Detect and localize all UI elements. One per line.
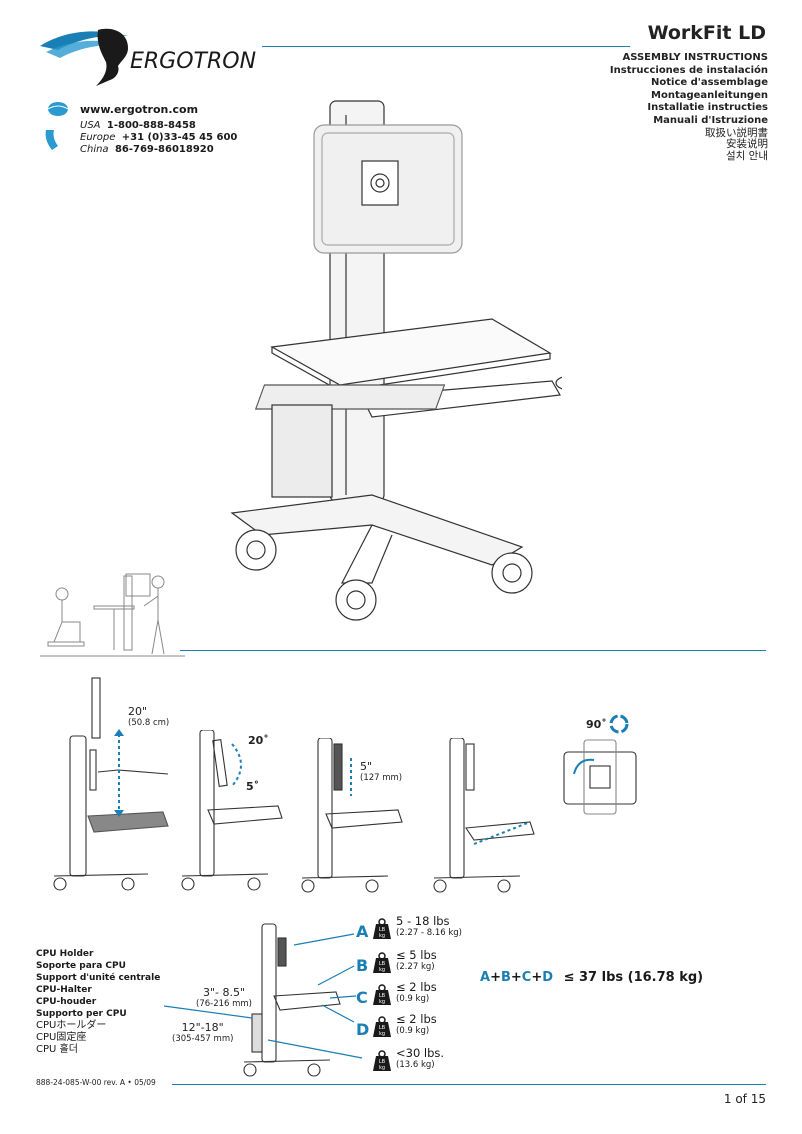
load-letter-d: D [356,1020,370,1039]
svg-text:kg: kg [379,933,385,939]
load-metric-d: (0.9 kg) [396,1026,430,1036]
keyboard-travel-label: 5" (127 mm) [360,760,403,783]
load-value-b: ≤ 5 lbs [396,948,437,962]
keyboard-height-arrow [350,758,352,796]
total-letter-c: C [521,970,532,985]
total-value: ≤ 37 lbs (16.78 kg) [563,970,704,985]
footer-rule [172,1084,766,1085]
load-metric-b: (2.27 kg) [396,962,435,972]
svg-text:LB: LB [379,961,386,967]
weight-icon: LB kg [372,984,392,1010]
keyboard-slide-arrow [473,821,531,845]
weight-icon: LB kg [372,918,392,944]
svg-text:LB: LB [379,993,386,999]
lang-nl: Installatie instructies [647,102,768,114]
phone-usa: USA 1-800-888-8458 [80,120,196,131]
tilt-up-label: 20˚ [248,734,269,747]
cpu-holder-labels: CPU Holder Soporte para CPU Support d'un… [36,949,161,1055]
lang-fr: Notice d'assemblage [651,77,768,89]
load-letter-c: C [356,988,368,1007]
doc-number: 888-24-085-W-00 rev. A • 05/09 [36,1078,156,1087]
keyboard-height-illustration [298,737,408,896]
load-letter-a: A [356,922,369,941]
tilt-arc [231,743,242,787]
weight-icon: LB kg [372,1050,392,1076]
globe-icon [42,100,76,162]
svg-text:kg: kg [379,999,385,1005]
svg-text:LB: LB [379,927,386,933]
cpu-height-range: 12"-18" (305-457 mm) [172,1021,234,1044]
load-metric-a: (2.27 - 8.16 kg) [396,928,462,938]
load-value-d: ≤ 2 lbs [396,1012,437,1026]
contact-block: www.ergotron.com USA 1-800-888-8458 Euro… [80,104,237,156]
tilt-illustration [178,729,288,896]
language-list: ASSEMBLY INSTRUCTIONS Instrucciones de i… [568,52,768,162]
svg-text:LB: LB [379,1025,386,1031]
load-value-base: <30 lbs. [396,1046,445,1060]
lang-es: Instrucciones de instalación [609,64,768,76]
svg-text:kg: kg [379,1065,385,1071]
brand-wordmark: ERGOTRON [130,49,256,74]
load-value-c: ≤ 2 lbs [396,980,437,994]
lang-ja: 取扱い説明書 [705,126,768,139]
height-travel-label: 20" (50.8 cm) [128,705,170,728]
lang-de: Montageanleitungen [651,89,768,101]
lang-ko: 설치 안내 [726,149,768,162]
total-capacity: A+B+C+D ≤ 37 lbs (16.78 kg) [480,970,704,985]
workstation-illustration [222,95,585,625]
svg-text:kg: kg [379,967,385,973]
load-metric-base: (13.6 kg) [396,1060,435,1070]
monitor-rotation-illustration [560,738,640,816]
lang-it: Manuali d'Istruzione [653,114,768,126]
svg-text:LB: LB [379,1059,386,1065]
total-letter-a: A [480,970,491,985]
tilt-down-label: 5˚ [246,780,260,793]
rotate-icon [608,713,630,739]
phone-europe: Europe +31 (0)33-45 45 600 [80,132,238,143]
height-adjust-illustration [48,676,178,896]
lang-zh: 安装说明 [726,138,768,151]
height-arrow [114,729,124,817]
keyboard-slide-illustration [430,737,540,896]
website-link[interactable]: www.ergotron.com [80,103,199,116]
page-number: 1 of 15 [723,1092,766,1106]
weight-icon: LB kg [372,952,392,978]
ergotron-logo: ERGOTRON [36,22,266,90]
cpu-width-range: 3"- 8.5" (76-216 mm) [196,986,253,1009]
total-letter-b: B [500,970,511,985]
capacity-illustration [240,920,360,1080]
ergonomic-users-illustration [40,570,185,660]
load-metric-c: (0.9 kg) [396,994,430,1004]
phone-china: China 86-769-86018920 [80,144,214,155]
load-value-a: 5 - 18 lbs [396,914,450,928]
lang-en: ASSEMBLY INSTRUCTIONS [622,52,768,63]
load-letter-b: B [356,956,369,975]
weight-icon: LB kg [372,1016,392,1042]
svg-text:kg: kg [379,1031,385,1037]
section-rule-1 [180,650,766,651]
total-letter-d: D [542,970,554,985]
header-rule [262,46,630,47]
rotation-label: 90˚ [586,718,607,731]
product-title: WorkFit LD [647,22,766,44]
